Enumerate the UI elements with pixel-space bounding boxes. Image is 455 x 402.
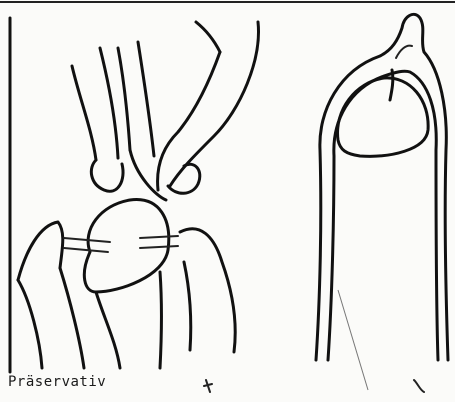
shaft-right (160, 272, 162, 368)
wrist-outer (170, 22, 258, 186)
fingertip-left (91, 160, 123, 191)
scan-mark-right (414, 380, 424, 392)
left-hand-side (18, 280, 42, 368)
left-hand-top (18, 222, 63, 280)
condom-illustration (316, 14, 448, 360)
wrist-inner (158, 52, 220, 190)
hands-illustration (18, 22, 258, 368)
glans-outline (338, 78, 429, 156)
wrist-top (196, 22, 220, 52)
scan-mark-left (204, 380, 212, 392)
right-hand-inner (184, 262, 191, 350)
finger-1-right (100, 48, 118, 158)
left-hand-inner (60, 268, 84, 368)
organ-tip (84, 200, 168, 292)
figure-caption: Präservativ (8, 374, 106, 390)
condom-inner (328, 71, 438, 360)
condom-outer (316, 14, 448, 360)
finger-2-right (138, 42, 154, 156)
finger-1-left (72, 66, 96, 160)
scan-scratch (338, 290, 368, 390)
ring-band-right (140, 236, 178, 248)
shaft-left (96, 292, 120, 368)
finger-2-left (118, 48, 130, 150)
reservoir-tip-line (396, 46, 412, 58)
